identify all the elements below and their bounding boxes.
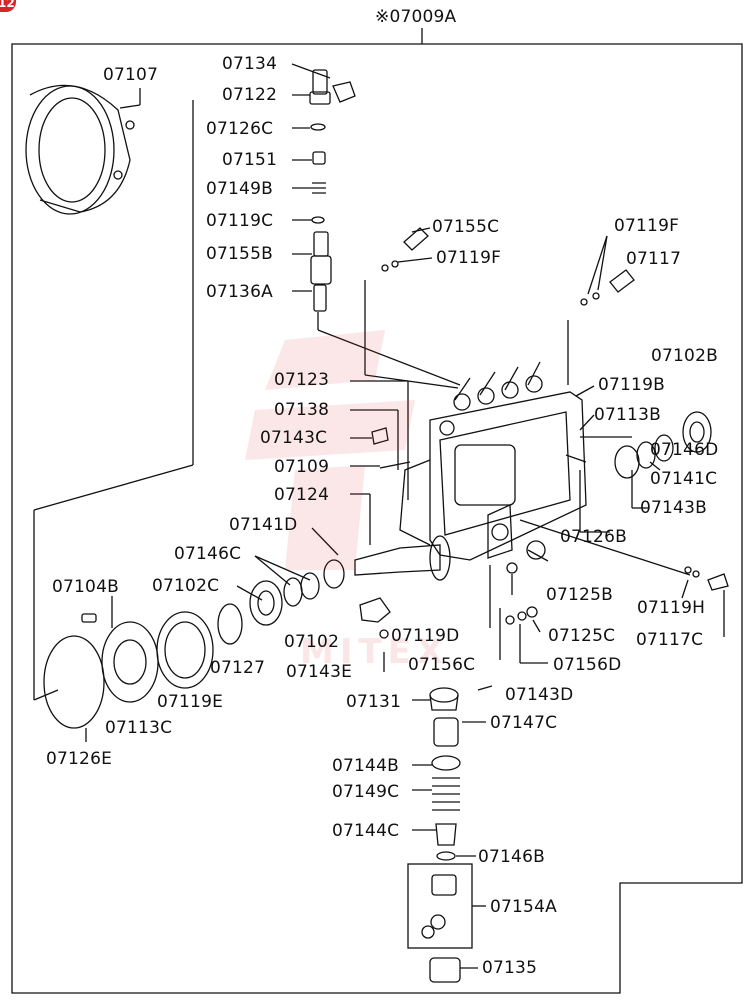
part-label-07127[interactable]: 07127	[210, 658, 266, 678]
part-label-07119F-right[interactable]: 07119F	[614, 216, 680, 236]
part-label-07144C[interactable]: 07144C	[332, 821, 400, 841]
part-label-07119E[interactable]: 07119E	[157, 692, 224, 712]
part-label-07104B[interactable]: 07104B	[52, 577, 119, 597]
part-label-07146D[interactable]: 07146D	[650, 440, 719, 460]
housing-cover-part	[25, 84, 135, 215]
assembly-label: ※07009A	[375, 7, 457, 27]
assembly-boundary	[11, 43, 743, 994]
part-label-07119D[interactable]: 07119D	[391, 626, 460, 646]
part-label-07126C[interactable]: 07126C	[206, 119, 274, 139]
part-label-07143E[interactable]: 07143E	[286, 662, 353, 682]
delivery-valve-stack	[309, 69, 356, 330]
stud-part	[379, 461, 411, 469]
part-label-07117C[interactable]: 07117C	[636, 630, 704, 650]
part-label-07107[interactable]: 07107	[103, 65, 159, 85]
part-label-07143B[interactable]: 07143B	[640, 498, 707, 518]
part-label-07119H[interactable]: 07119H	[637, 598, 706, 618]
part-label-07102B[interactable]: 07102B	[651, 346, 718, 366]
part-label-07151[interactable]: 07151	[222, 150, 278, 170]
part-label-07149C[interactable]: 07149C	[332, 782, 400, 802]
part-label-07144B[interactable]: 07144B	[332, 756, 399, 776]
governor-stack	[407, 685, 493, 983]
part-label-07119F-left[interactable]: 07119F	[436, 248, 502, 268]
part-label-07122[interactable]: 07122	[222, 85, 278, 105]
part-label-07109[interactable]: 07109	[274, 457, 330, 477]
part-label-07113C[interactable]: 07113C	[105, 718, 173, 738]
part-label-07126B[interactable]: 07126B	[560, 527, 627, 547]
bracket-part	[359, 597, 391, 623]
part-label-07156D[interactable]: 07156D	[553, 655, 622, 675]
nut-part	[506, 562, 518, 574]
page-corner-badge: 12	[0, 0, 16, 12]
watermark-logo	[245, 330, 415, 570]
part-label-07146C[interactable]: 07146C	[174, 544, 242, 564]
camshaft-part	[217, 535, 451, 645]
part-label-07143D[interactable]: 07143D	[505, 685, 574, 705]
part-label-07155B[interactable]: 07155B	[206, 244, 273, 264]
part-label-07136A[interactable]: 07136A	[206, 282, 273, 302]
part-label-07102[interactable]: 07102	[284, 632, 340, 652]
part-label-07156C[interactable]: 07156C	[408, 655, 476, 675]
part-label-07147C[interactable]: 07147C	[490, 713, 558, 733]
part-label-07135[interactable]: 07135	[482, 958, 538, 978]
part-label-07117[interactable]: 07117	[626, 249, 682, 269]
banjo-fitting-part	[381, 227, 429, 272]
part-label-07119C[interactable]: 07119C	[206, 211, 274, 231]
return-fitting-part	[684, 566, 729, 591]
plug-bolt-part	[371, 427, 389, 445]
part-label-07125B[interactable]: 07125B	[546, 585, 613, 605]
part-label-07119B[interactable]: 07119B	[598, 375, 665, 395]
part-label-07113B[interactable]: 07113B	[594, 405, 661, 425]
bearing-part	[614, 411, 712, 479]
part-label-07154A[interactable]: 07154A	[490, 897, 557, 917]
part-label-07141C[interactable]: 07141C	[650, 469, 718, 489]
injection-pump-body	[399, 361, 587, 561]
part-label-07141D[interactable]: 07141D	[229, 515, 298, 535]
part-label-07143C[interactable]: 07143C	[260, 428, 328, 448]
part-label-07134[interactable]: 07134	[222, 54, 278, 74]
banjo-bolt-part	[580, 269, 635, 306]
part-label-07123[interactable]: 07123	[274, 370, 330, 390]
part-label-07138[interactable]: 07138	[274, 400, 330, 420]
part-label-07131[interactable]: 07131	[346, 692, 402, 712]
part-label-07102C[interactable]: 07102C	[152, 576, 220, 596]
part-label-07146B[interactable]: 07146B	[478, 847, 545, 867]
watermark-text: MITEX	[300, 632, 450, 672]
part-label-07124[interactable]: 07124	[274, 485, 330, 505]
part-label-07125C[interactable]: 07125C	[548, 626, 616, 646]
end-cover-group	[43, 611, 214, 729]
part-label-07126E[interactable]: 07126E	[46, 749, 113, 769]
part-label-07155C[interactable]: 07155C	[432, 217, 500, 237]
part-label-07149B[interactable]: 07149B	[206, 179, 273, 199]
